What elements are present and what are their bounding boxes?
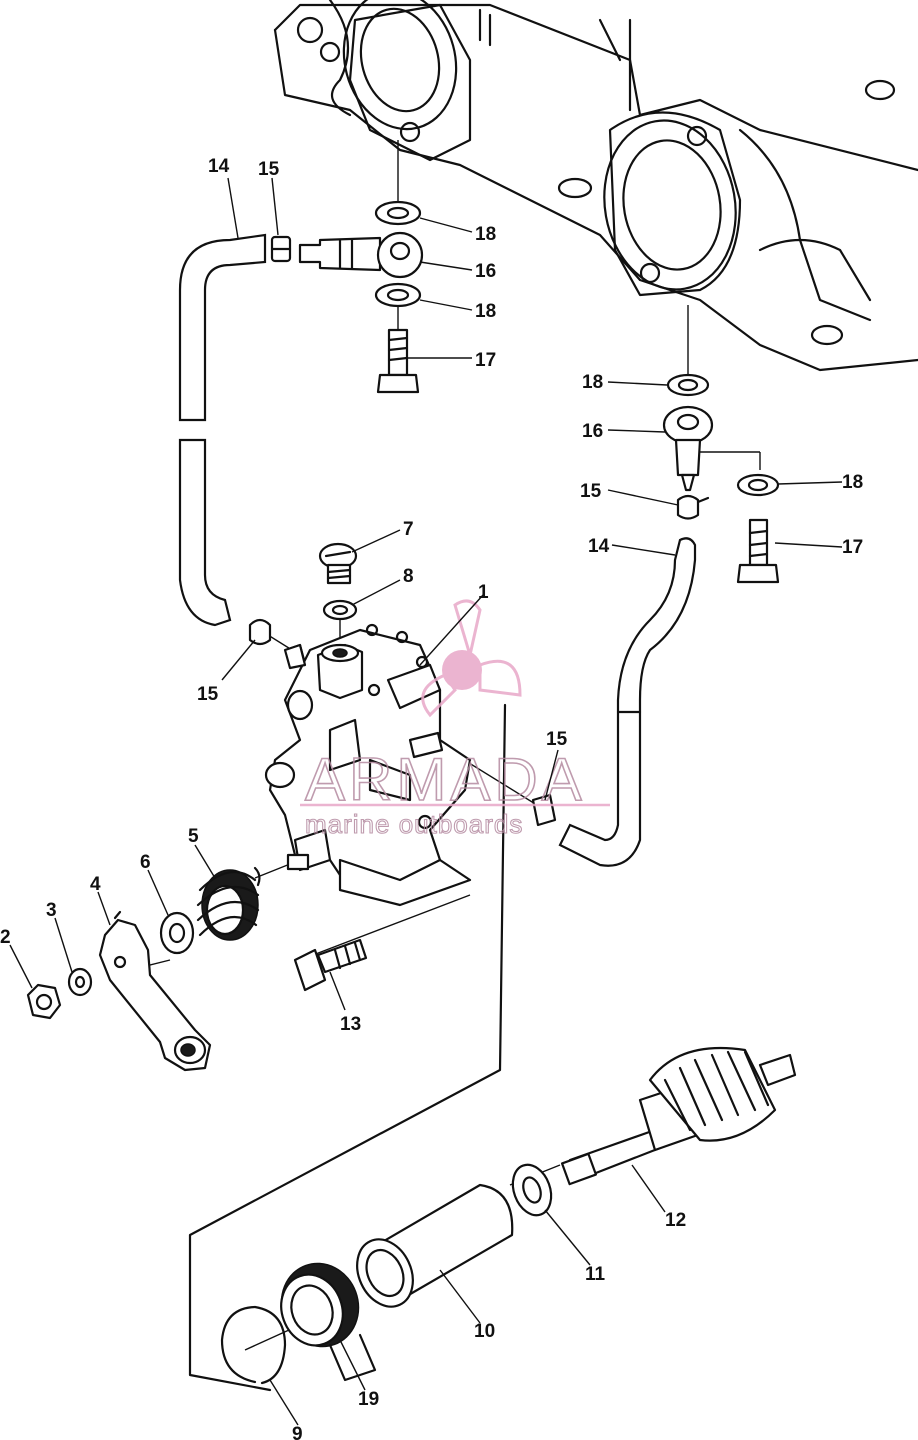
union-fitting-left	[298, 231, 424, 279]
hose-clip-pump-right	[531, 793, 557, 827]
callout-2: 2	[0, 927, 11, 948]
callout-16-left: 16	[475, 261, 496, 282]
pump-mount-bolt	[293, 938, 368, 992]
lever-washer	[159, 911, 195, 955]
callout-15-pump-left: 15	[197, 684, 219, 705]
callout-12: 12	[665, 1210, 686, 1231]
washer-right-upper	[666, 373, 710, 397]
callout-14-left: 14	[208, 156, 230, 177]
callout-10: 10	[474, 1321, 495, 1342]
callout-9: 9	[292, 1424, 303, 1440]
callout-19: 19	[358, 1389, 379, 1410]
hose-clip-left-top	[270, 235, 292, 263]
lever-nut	[26, 983, 62, 1020]
union-fitting-right	[662, 405, 761, 492]
callout-labels: 1 2 3 4 5 6 7 8 9 10 11 12 13 14 14 15 1…	[0, 156, 863, 1440]
pump-plug-washer	[322, 599, 358, 621]
hose-clip-right-top	[676, 494, 710, 520]
washer-left-lower	[374, 282, 422, 308]
propeller-logo-icon	[421, 599, 522, 718]
callout-14-right: 14	[588, 536, 610, 557]
pump-control-lever	[98, 910, 212, 1072]
retaining-circlip	[220, 1305, 287, 1385]
banjo-bolt-right	[736, 518, 780, 584]
banjo-bolt-left	[376, 328, 420, 394]
watermark-tagline: marine outboards	[305, 809, 523, 839]
shaft-bushing	[356, 1183, 514, 1308]
callout-18-left-lower: 18	[475, 301, 496, 322]
washer-right-lower	[736, 473, 780, 497]
callout-6: 6	[140, 852, 151, 873]
return-spring	[196, 866, 261, 941]
callout-18-right-upper: 18	[582, 372, 603, 393]
leader-lines	[9, 177, 843, 1426]
lock-washer	[67, 967, 93, 997]
pump-plug-bolt	[318, 542, 358, 585]
callout-4: 4	[90, 874, 101, 895]
hose-clip-pump-left	[248, 618, 307, 670]
fuel-hose-right	[558, 537, 697, 867]
callout-7: 7	[403, 519, 414, 540]
callout-17-right: 17	[842, 537, 863, 558]
cylinder-block	[273, 0, 918, 372]
callout-5: 5	[188, 826, 199, 847]
callout-17-left: 17	[475, 350, 496, 371]
callout-18-left-upper: 18	[475, 224, 496, 245]
callout-11: 11	[585, 1264, 606, 1285]
armada-watermark: ARMADA marine outboards	[300, 599, 610, 840]
washer-left-upper	[374, 200, 422, 226]
callout-13: 13	[340, 1014, 361, 1035]
lower-assembly-bracket	[188, 703, 507, 1392]
callout-8: 8	[403, 566, 414, 587]
callout-15-pump-right: 15	[546, 729, 568, 750]
callout-3: 3	[46, 900, 57, 921]
callout-16-right: 16	[582, 421, 603, 442]
shaft-oil-seal	[280, 1262, 377, 1382]
callout-18-right-lower: 18	[842, 472, 863, 493]
callout-15-right-top: 15	[580, 481, 602, 502]
drive-gear-shaft	[560, 1046, 797, 1186]
fuel-hose-left	[178, 233, 267, 627]
oil-pump-body	[264, 623, 472, 907]
shaft-thrust-washer	[511, 1163, 553, 1217]
callout-1: 1	[478, 582, 489, 603]
callout-15-top-left: 15	[258, 159, 280, 180]
watermark-brand: ARMADA	[305, 746, 586, 813]
